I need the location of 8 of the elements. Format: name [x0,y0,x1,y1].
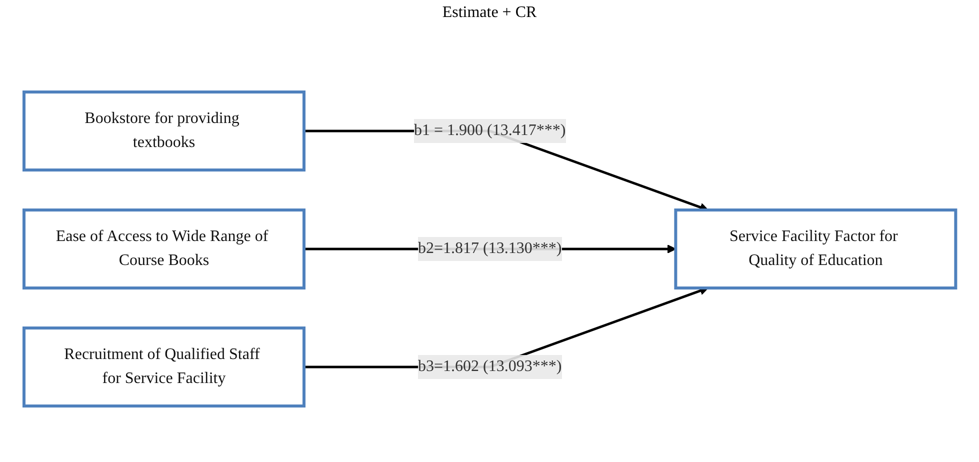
node-box: Service Facility Factor for Quality of Education [674,208,957,290]
edge-label: b3=1.602 (13.093***) [418,358,562,375]
edge-label: b1 = 1.900 (13.417***) [414,122,566,139]
node-box: Bookstore for providing textbooks [22,90,306,172]
node-box: Recruitment of Qualified Staff for Service Facility [22,326,306,408]
note-text: Estimate + CR [442,4,537,21]
node-box: Ease of Access to Wide Range of Course Books [22,208,306,290]
edge-label: b2=1.817 (13.130***) [418,240,562,257]
